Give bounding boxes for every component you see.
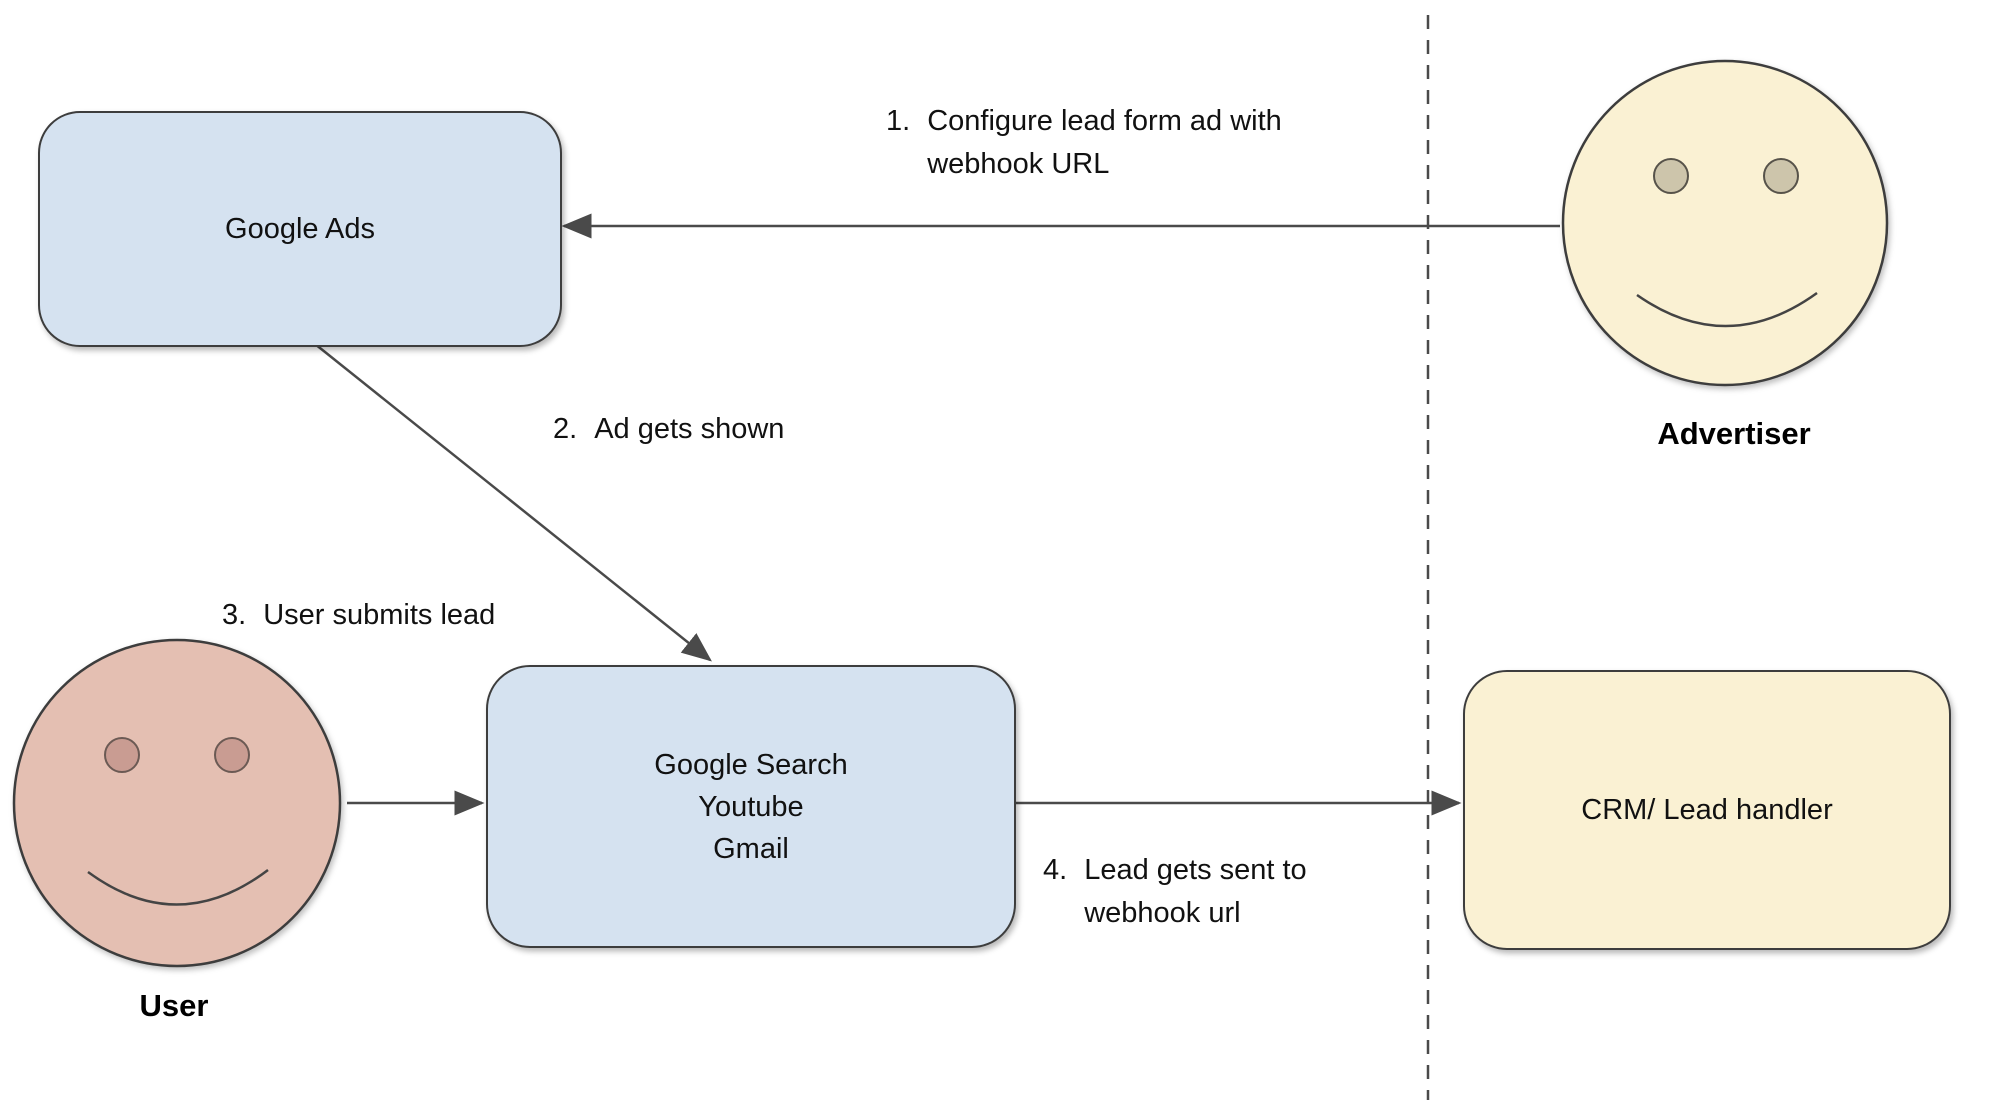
crm-node-label: CRM/ Lead handler [1581, 794, 1833, 826]
surface-youtube: Youtube [698, 790, 804, 823]
user-smiley-face-icon [12, 638, 342, 968]
google-surfaces-node-label: Google Search Youtube Gmail [654, 744, 847, 870]
step-4-number: 4. [1043, 854, 1068, 886]
advertiser-label: Advertiser [1657, 416, 1811, 451]
arrow-ad-gets-shown [314, 343, 712, 662]
step-1-text: Configure lead form ad with webhook URL [927, 105, 1282, 180]
advertiser-smiley-face-icon [1561, 59, 1889, 387]
advertiser-right-eye [1763, 158, 1799, 194]
step-4-text: Lead gets sent to webhook url [1084, 854, 1307, 929]
surface-gmail: Gmail [713, 832, 789, 865]
step-3-number: 3. [222, 599, 247, 631]
step-3-text: User submits lead [263, 599, 496, 631]
step-2-text: Ad gets shown [594, 413, 785, 445]
user-left-eye [104, 737, 140, 773]
user-right-eye [214, 737, 250, 773]
step-4-label: 4. Lead gets sent to webhook url [1043, 849, 1307, 935]
step-1-number: 1. [886, 105, 911, 137]
google-ads-node-label: Google Ads [225, 213, 375, 245]
google-surfaces-node: Google Search Youtube Gmail [486, 665, 1016, 948]
advertiser-left-eye [1653, 158, 1689, 194]
advertiser-head [1561, 59, 1889, 387]
surface-google-search: Google Search [654, 748, 848, 781]
user-head [12, 638, 342, 968]
step-1-label: 1. Configure lead form ad with webhook U… [886, 100, 1282, 186]
advertiser-smile [1636, 291, 1818, 328]
crm-lead-handler-node: CRM/ Lead handler [1463, 670, 1951, 950]
step-2-label: 2. Ad gets shown [553, 408, 784, 451]
google-ads-node: Google Ads [38, 111, 562, 347]
user-smile [87, 869, 269, 906]
step-3-label: 3. User submits lead [222, 594, 495, 637]
step-2-number: 2. [553, 413, 578, 445]
user-label: User [139, 988, 209, 1023]
